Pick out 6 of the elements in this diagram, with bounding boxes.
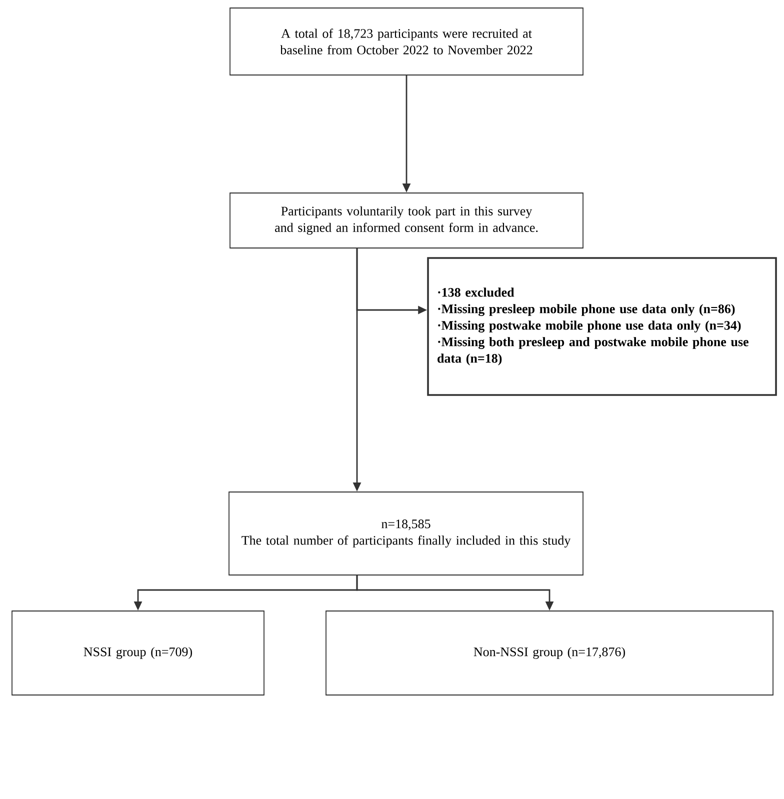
- process-box: Participants voluntarily took part in this survey and signed an informed consent form in advance.: [230, 192, 584, 248]
- process-box: Non-NSSI group (n=17,876): [326, 610, 774, 696]
- process-box: NSSI group (n=709): [12, 610, 264, 696]
- exclusion-box: ·138 excluded ·Missing presleep mobile phone use data only (n=86) ·Missing postwake mobile phone use data only (n=34) ·Missing both presleep and postwake mobile phone use data (n=18): [427, 257, 777, 396]
- process-box: A total of 18,723 participants were recruited at baseline from October 2022 to November 2022: [230, 8, 584, 76]
- process-box: n=18,585 The total number of participants finally included in this study: [228, 492, 584, 576]
